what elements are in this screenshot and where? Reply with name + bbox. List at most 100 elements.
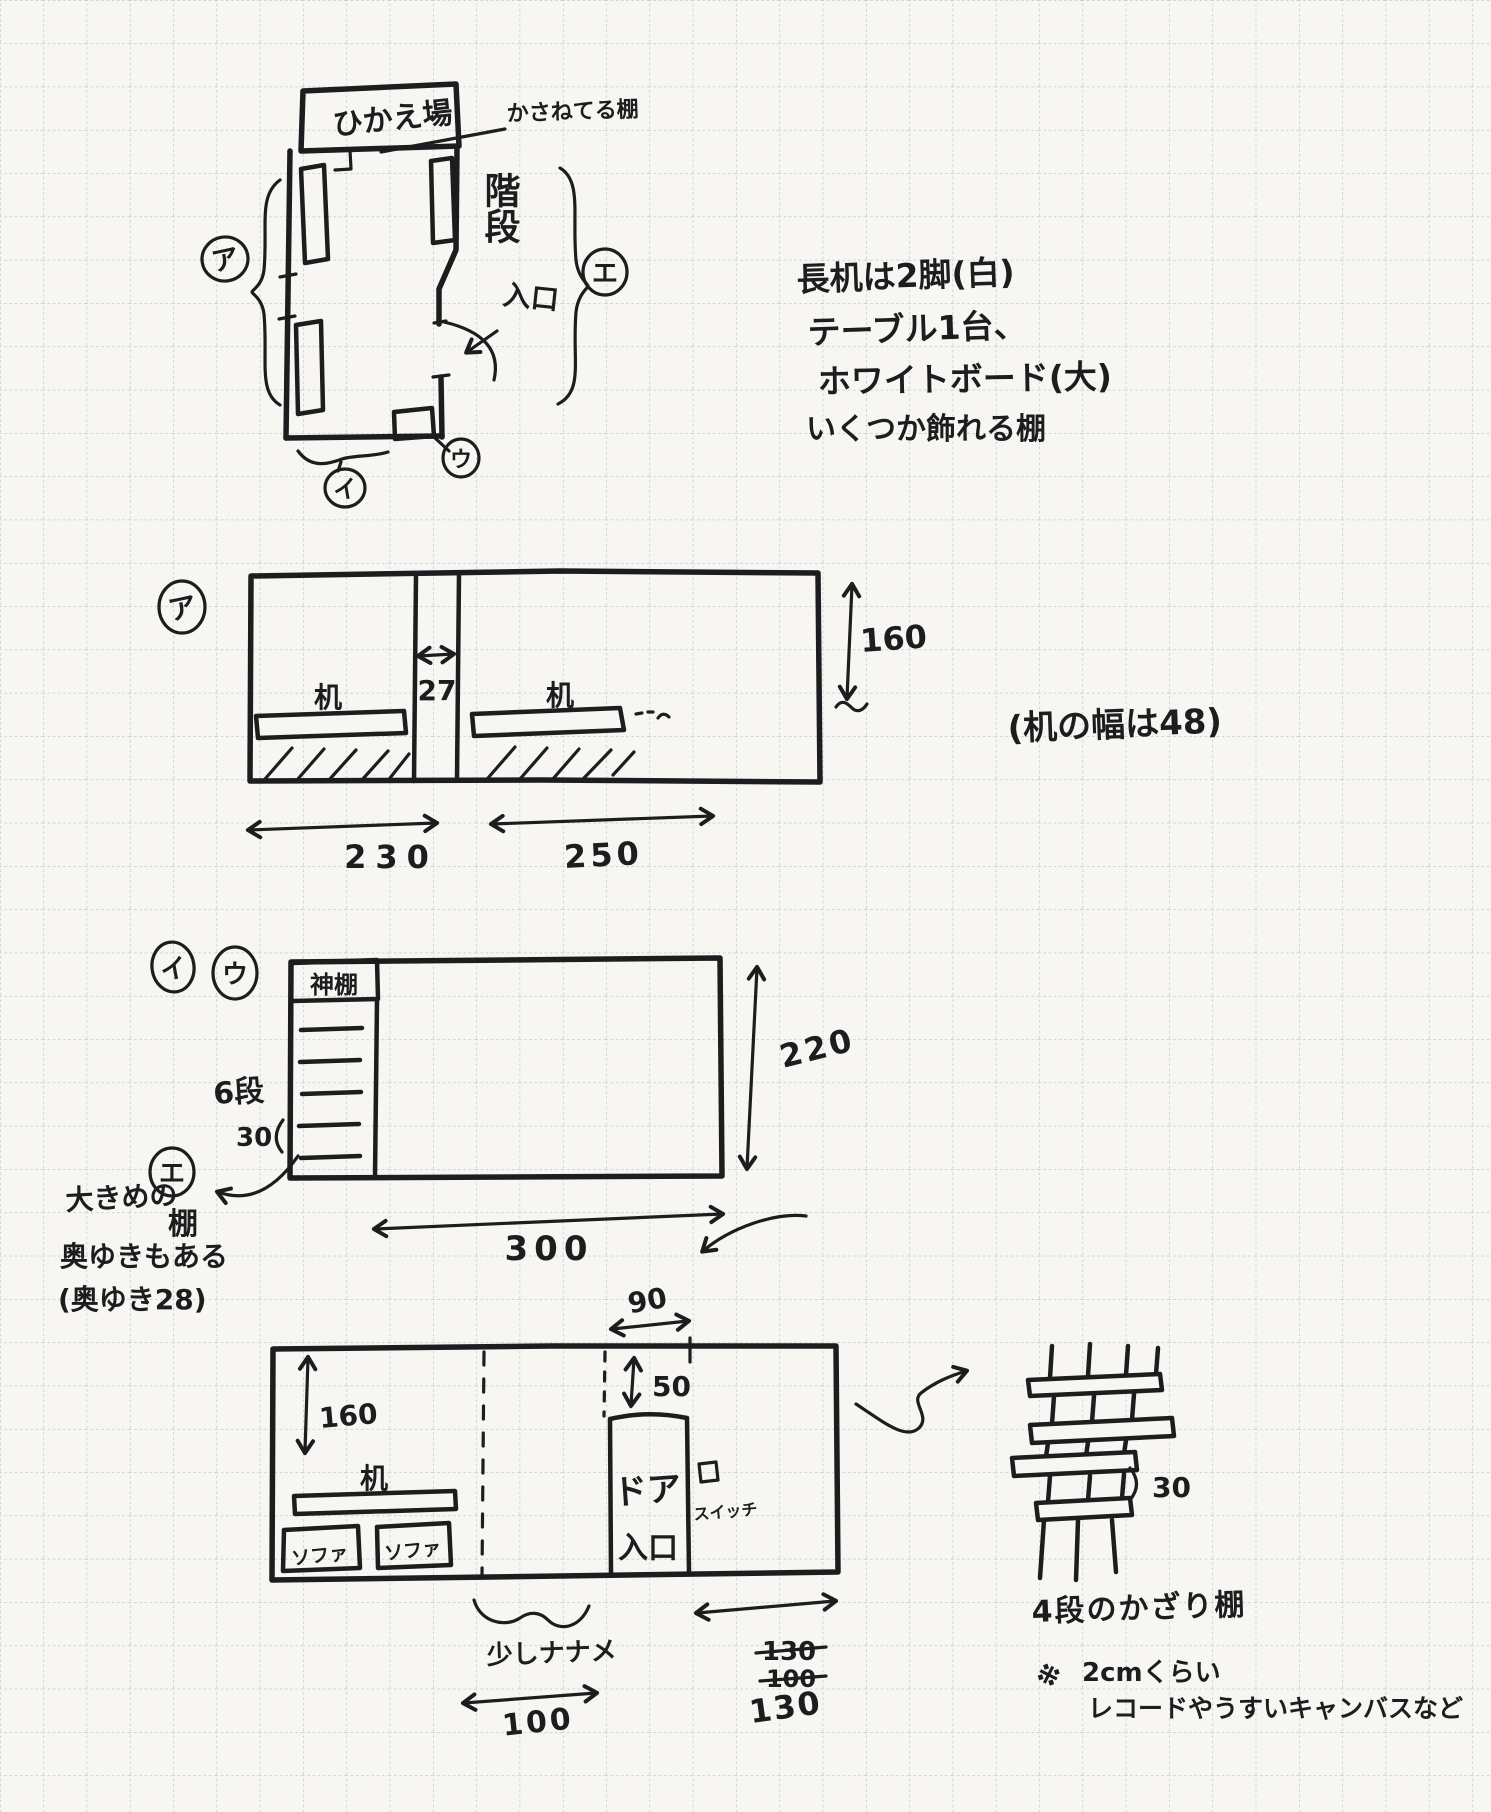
note-display-shelves: いくつか飾れる棚 [806, 412, 1046, 447]
shelf-board-2 [1027, 1415, 1177, 1446]
kamidana-label: 神棚 [310, 971, 358, 999]
shelf-board-4 [1033, 1495, 1135, 1523]
stairs-label: 階段 [479, 172, 521, 244]
shelf-boards [1009, 1371, 1177, 1523]
marker-i-circle [323, 467, 367, 509]
sofa-left-box [280, 1523, 363, 1574]
entrance-label: 入口 [501, 278, 560, 317]
door-label-line2: 入口 [618, 1531, 678, 1566]
height-dimension-label: 160 [859, 617, 928, 660]
left-wall-brace [250, 178, 282, 407]
slant-width-arrow [460, 1684, 600, 1712]
door-width-arrow [608, 1312, 692, 1338]
elevation-e-marker-circle [148, 1146, 196, 1198]
elevation-a-marker-label: ア [165, 589, 199, 627]
shelf-note-line3: 奥ゆきもある [60, 1240, 228, 1273]
wall-a-column-band [411, 570, 462, 784]
marker-e-label: エ [592, 259, 618, 289]
kamidana-box [289, 957, 381, 1004]
switch-box [697, 1460, 720, 1484]
gap-dimension-arrow [415, 644, 457, 666]
room-right-wall-upper [436, 144, 460, 327]
elevation-u-marker-label: ウ [222, 960, 248, 990]
shelf-title: 4段のかざり棚 [1031, 1588, 1247, 1630]
shelf-note-line1: 大きめの [65, 1178, 179, 1217]
shelf-position-arrow-tail [854, 1364, 970, 1434]
desk-bar-left [253, 708, 409, 741]
slant-brace [472, 1598, 591, 1629]
width-right-arrow [488, 806, 716, 834]
height-dimension-arrow [295, 1354, 318, 1456]
note-whiteboard: ホワイトボード(大) [817, 357, 1112, 401]
desk-continuation-dots [634, 710, 671, 720]
height-dimension-arrow [737, 964, 767, 1172]
door-top-gap-label: 50 [652, 1370, 691, 1403]
hatching-right [486, 745, 636, 782]
door-label-line1: ドア [612, 1469, 683, 1514]
shelf-note-line4: (奥ゆき28) [58, 1283, 207, 1316]
wall-a-outline [247, 568, 823, 785]
desk-right-label: 机 [546, 679, 574, 712]
top-wall-tick [332, 148, 353, 172]
slant-width-label: 100 [501, 1701, 576, 1743]
door-top-gap-arrow [622, 1355, 643, 1409]
elevation-u-marker-circle [211, 945, 259, 1001]
tier-height-label: 30 [236, 1123, 272, 1153]
marker-a-circle [200, 235, 250, 283]
shelf-verticals [1037, 1341, 1161, 1583]
door-width-label: 90 [625, 1281, 669, 1320]
desk-left-label: 机 [314, 681, 342, 714]
room-left-wall [283, 148, 293, 441]
desk-label: 机 [360, 1462, 388, 1495]
door-swing-arc [442, 320, 497, 382]
strike-line-2 [758, 1674, 828, 1683]
room-right-wall-lower [438, 374, 445, 440]
wall-iu-outline [287, 955, 725, 1181]
note-table: テーブル1台、 [807, 305, 1027, 352]
display-shelf-sketch: 30 4段のかざり棚 ※ 2cmくらい レコードやうすいキャンバスなど [1009, 1341, 1463, 1723]
marker-e-circle [581, 247, 629, 297]
slant-note-label: 少しナナメ [485, 1636, 617, 1671]
shelf-note-arrow [214, 1154, 300, 1205]
shelf-board-1 [1025, 1371, 1165, 1399]
shelf-position-arrow [700, 1213, 808, 1254]
furniture-notes: 長机は2脚(白) テーブル1台、 ホワイトボード(大) いくつか飾れる棚 [796, 252, 1112, 447]
marker-u-label: ウ [450, 448, 472, 473]
tier-gap-bracket [1128, 1466, 1139, 1502]
tier-count-label: 6段 [212, 1074, 265, 1112]
slant-dashed-line [480, 1350, 486, 1578]
shelf-annotation-label: かさねてる棚 [506, 97, 639, 127]
width-dimension-arrow [371, 1204, 726, 1239]
sofa-right-box [374, 1520, 454, 1571]
plan-desk-right [428, 155, 458, 246]
door-frame [607, 1411, 692, 1577]
entrance-arrow [464, 329, 499, 355]
elevation-i-marker-label: イ [158, 953, 189, 987]
desk-bar [291, 1488, 459, 1517]
annotation-leader-line [379, 127, 507, 154]
shelf-side-line [372, 997, 380, 1180]
height-dimension-label: 160 [318, 1397, 379, 1435]
width-left-arrow [245, 813, 440, 840]
desk-bar-right [469, 705, 627, 739]
plan-desk-left-top [298, 162, 331, 266]
elevation-i-u: イ ウ 神棚 6段 30 220 300 大きめの 棚 奥ゆきもある (奥ゆき2… [58, 940, 858, 1316]
elevation-a-marker-circle [157, 579, 207, 635]
gap-dimension-label: 27 [418, 674, 457, 707]
right-width-arrow [693, 1592, 839, 1622]
height-dimension-arrow [837, 581, 862, 702]
marker-a-label: ア [209, 242, 242, 278]
floor-plan-sketch: ひかえ場 かさねてる棚 階段 入口 ア イ ウ [200, 81, 639, 509]
marker-i-label: イ [331, 474, 359, 506]
wall-e-outline [269, 1343, 841, 1583]
tier-gap-label: 30 [1152, 1471, 1191, 1504]
shelf-tier-lines [296, 1025, 365, 1161]
shelf-note-line2: 棚 [168, 1207, 198, 1242]
desk-width-note: (机の幅は48) [1007, 702, 1223, 749]
plan-desk-left-bottom [293, 318, 326, 417]
break-squiggle [834, 700, 869, 713]
left-wall-ticks [277, 272, 298, 321]
elevation-i-marker-circle [150, 940, 196, 994]
